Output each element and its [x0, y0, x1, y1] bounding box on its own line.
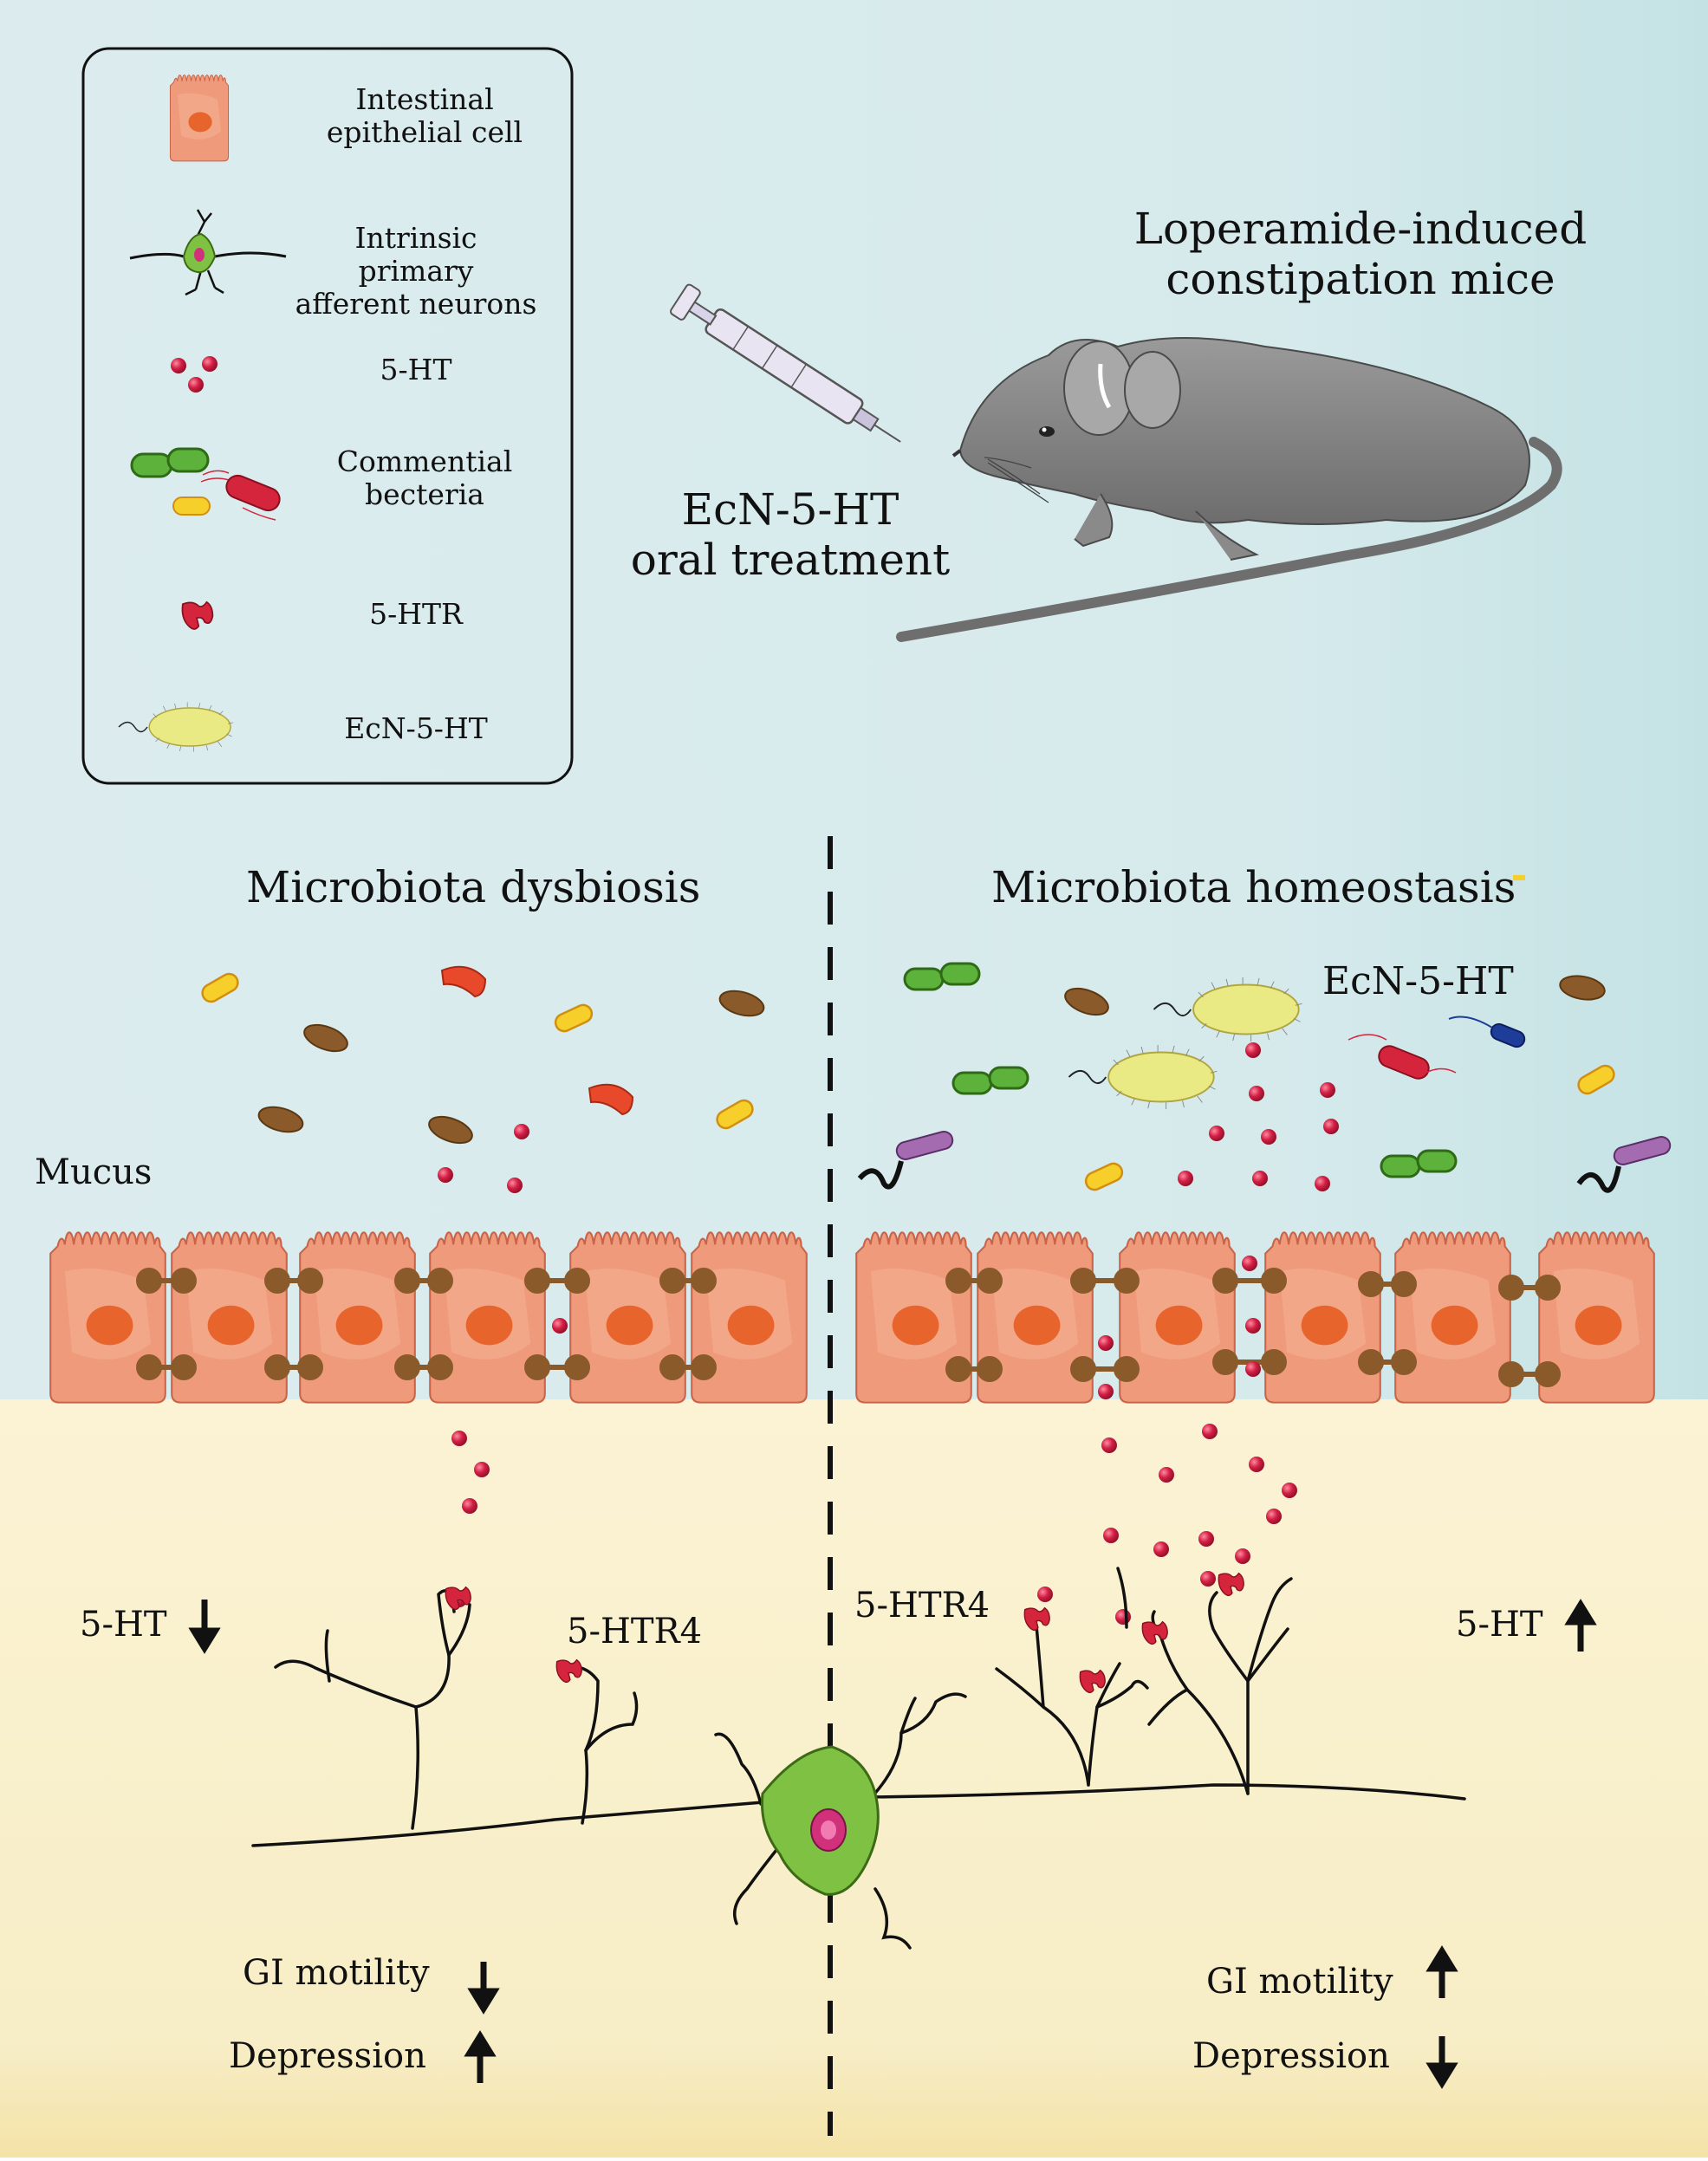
right-title: Microbiota homeostasis — [991, 862, 1516, 912]
serotonin-icon — [171, 356, 218, 393]
commensal-bacteria-icon — [130, 447, 281, 521]
serotonin-dot — [507, 1178, 523, 1193]
left-depression-label: Depression — [229, 2036, 426, 2076]
legend-box — [81, 47, 574, 785]
serotonin-dot — [1198, 1531, 1214, 1547]
left-receptor-label: 5-HTR4 — [567, 1612, 703, 1652]
serotonin-dot — [1252, 1171, 1268, 1186]
legend-label-5htr: 5-HTR — [369, 597, 463, 631]
neuron-network — [251, 1567, 1466, 1950]
serotonin-dot — [1098, 1335, 1114, 1351]
serotonin-dot — [1245, 1042, 1261, 1058]
serotonin-dot — [1242, 1256, 1257, 1271]
treatment-label: EcN-5-HT oral treatment — [630, 484, 951, 585]
serotonin-dot — [1103, 1528, 1119, 1543]
serotonin-dot — [1153, 1541, 1169, 1557]
serotonin-dot — [1115, 1609, 1131, 1625]
legend-label-epithelial: Intestinal epithelial cell — [326, 82, 523, 149]
serotonin-dot — [514, 1124, 529, 1139]
serotonin-dot — [474, 1462, 490, 1477]
dysbiosis-bacteria — [201, 965, 765, 1145]
neuron-icon — [129, 209, 287, 296]
serotonin-dot — [1323, 1119, 1339, 1134]
arrows — [188, 1599, 1597, 2089]
legend-label-neurons: Intrinsic primary afferent neurons — [295, 221, 537, 321]
right-gi-label: GI motility — [1206, 1962, 1393, 2002]
serotonin-dot — [1320, 1082, 1335, 1098]
right-receptor-label: 5-HTR4 — [854, 1586, 990, 1626]
serotonin-dot — [1282, 1483, 1297, 1498]
tight-junctions — [136, 1268, 1561, 1387]
serotonin-dot — [462, 1498, 477, 1514]
serotonin-dot — [1266, 1509, 1282, 1524]
right-depression-label: Depression — [1192, 2036, 1390, 2076]
mouse-title: Loperamide-induced constipation mice — [1133, 204, 1588, 304]
serotonin-dot — [1249, 1086, 1264, 1101]
mouse-illustration — [896, 337, 1562, 642]
serotonin-dot — [1098, 1384, 1114, 1399]
legend-label-5ht: 5-HT — [380, 353, 452, 386]
serotonin-dot — [1249, 1457, 1264, 1472]
serotonin-dot — [1315, 1176, 1330, 1191]
serotonin-dot — [1037, 1587, 1053, 1602]
serotonin-dot — [451, 1431, 467, 1446]
serotonin-dot — [1245, 1318, 1261, 1334]
serotonin-dot — [1209, 1126, 1224, 1141]
mucus-label: Mucus — [35, 1152, 153, 1192]
serotonin-dot — [1245, 1361, 1261, 1377]
serotonin-dot — [1200, 1571, 1216, 1587]
serotonin-dot — [438, 1167, 453, 1183]
homeostasis-bacteria — [857, 875, 1672, 1193]
serotonin-dot — [552, 1318, 568, 1334]
epithelial-cell-icon — [169, 75, 230, 162]
syringe-icon — [669, 283, 901, 443]
neuron-cell-body — [760, 1745, 880, 1896]
ecn-label: EcN-5-HT — [1322, 959, 1514, 1003]
right-5ht-label: 5-HT — [1456, 1605, 1543, 1645]
serotonin-dot — [1159, 1467, 1174, 1483]
left-5ht-label: 5-HT — [80, 1605, 167, 1645]
serotonin-dot — [1235, 1548, 1250, 1564]
legend-label-ecn: EcN-5-HT — [344, 711, 488, 745]
legend-label-bacteria: Commential becteria — [336, 445, 513, 511]
serotonin-dot — [1178, 1171, 1193, 1186]
left-gi-label: GI motility — [243, 1953, 430, 1993]
serotonin-dot — [1202, 1424, 1218, 1439]
serotonin-dot — [1261, 1129, 1276, 1145]
left-title: Microbiota dysbiosis — [246, 862, 701, 912]
serotonin-dot — [1101, 1437, 1117, 1453]
serotonin-molecules — [438, 1042, 1339, 1625]
